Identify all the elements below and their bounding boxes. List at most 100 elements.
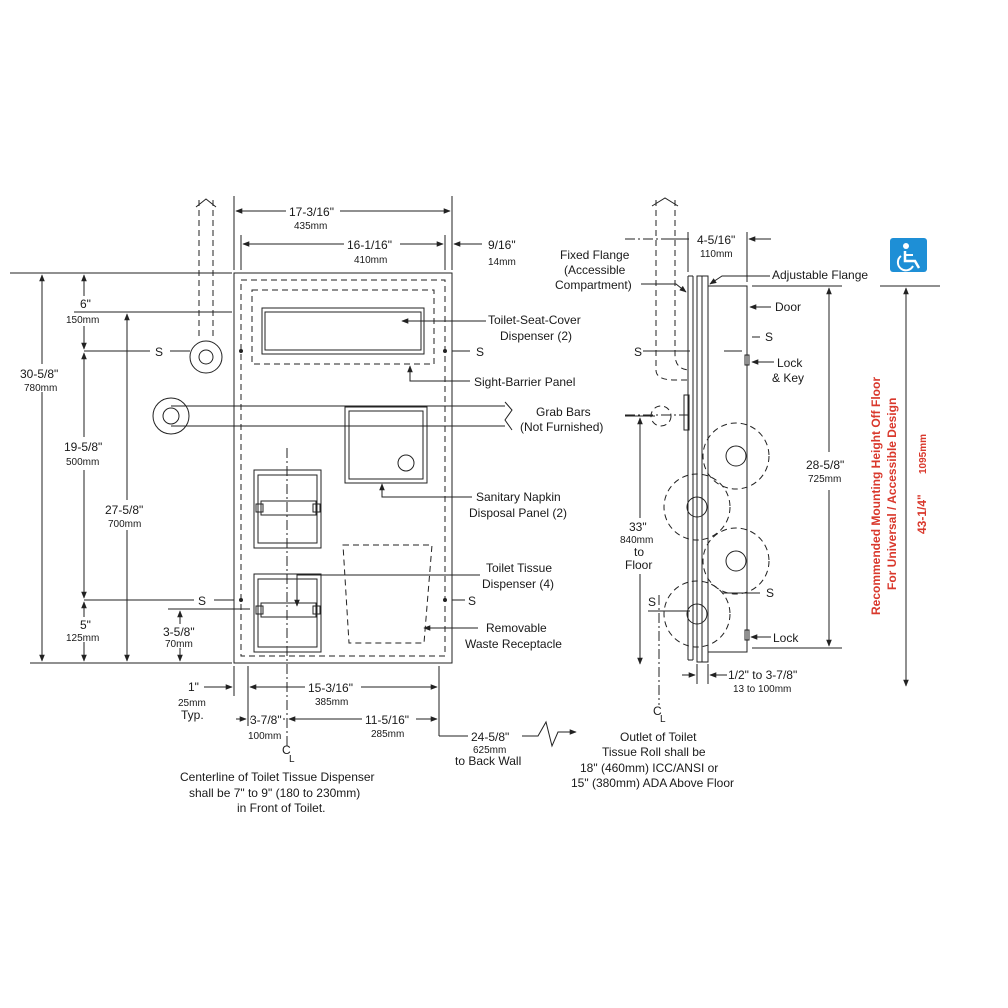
dim-overall-width: 17-3/16": [289, 205, 334, 219]
dim-mid-mm: 500mm: [66, 457, 99, 468]
side-cabinet: [707, 285, 748, 653]
side-cl-sub: L: [660, 714, 666, 725]
dim-floor-mm: 840mm: [620, 535, 653, 546]
dim-floor-label: Floor: [625, 558, 652, 572]
dim-flange: 9/16": [488, 238, 516, 252]
side-s-mark-1: S: [634, 345, 642, 359]
dim-flange-range-mm: 13 to 100mm: [733, 684, 791, 695]
front-s-mark-4: S: [468, 594, 476, 608]
side-tissue-roll-1: [702, 422, 770, 490]
label-grab-bars-1: Grab Bars: [536, 405, 591, 419]
rec-dim: 43-1/4": [915, 494, 929, 534]
label-waste-2: Waste Receptacle: [465, 637, 562, 651]
side-note-2: Tissue Roll shall be: [602, 745, 706, 759]
dim-left: 3-7/8": [250, 713, 282, 727]
dim-bottom-mm: 125mm: [66, 633, 99, 644]
dim-top: 6": [80, 297, 91, 311]
recommended-height: Recommended Mounting Height Off Floor Fo…: [869, 238, 940, 687]
dim-floor: 33": [629, 520, 647, 534]
label-sight-barrier: Sight-Barrier Panel: [474, 375, 575, 389]
side-tissue-roll-4: [663, 580, 731, 648]
dim-roll: 3-5/8": [163, 625, 195, 639]
dim-flange-mm: 14mm: [488, 257, 516, 268]
front-cl-sub: L: [289, 754, 295, 765]
side-note-1: Outlet of Toilet: [620, 730, 697, 744]
label-lock-2: & Key: [772, 371, 804, 385]
dim-inner-width-mm: 410mm: [354, 255, 387, 266]
dim-mid: 19-5/8": [64, 440, 102, 454]
front-grab-bar: [171, 405, 505, 427]
side-tissue-roll-3: [702, 527, 770, 595]
dim-overall-width-mm: 435mm: [294, 221, 327, 232]
dim-left-mm: 100mm: [248, 731, 281, 742]
dim-bottom: 5": [80, 618, 91, 632]
dim-center: 27-5/8": [105, 503, 143, 517]
dim-backwall: 24-5/8": [471, 730, 509, 744]
dim-opening-mm: 385mm: [315, 697, 348, 708]
fixed-flange: [687, 276, 694, 660]
label-door: Door: [775, 300, 801, 314]
front-cl-mark: C: [282, 743, 291, 757]
label-napkin-2: Disposal Panel (2): [469, 506, 567, 520]
front-s-mark-2: S: [476, 345, 484, 359]
label-lock: Lock: [773, 631, 799, 645]
front-cabinet-inner: [240, 279, 446, 657]
dim-right: 11-5/16": [365, 713, 409, 727]
front-note-3: in Front of Toilet.: [237, 801, 326, 815]
rec-dim-mm: 1095mm: [918, 434, 929, 474]
rec-line-2: For Universal / Accessible Design: [885, 398, 899, 590]
dim-side: 1": [188, 680, 199, 694]
dim-center-mm: 700mm: [108, 519, 141, 530]
label-fixed-2: (Accessible: [564, 263, 626, 277]
dim-height-mm: 780mm: [24, 383, 57, 394]
rec-line-1: Recommended Mounting Height Off Floor: [869, 377, 883, 615]
dim-mount: 28-5/8": [806, 458, 844, 472]
side-tissue-roll-2: [663, 473, 731, 541]
dim-mount-mm: 725mm: [808, 474, 841, 485]
label-tissue-1: Toilet Tissue: [486, 561, 552, 575]
side-s-mark-3: S: [648, 595, 656, 609]
side-pipe: [655, 200, 691, 371]
label-tissue-2: Dispenser (4): [482, 577, 554, 591]
side-note-3: 18" (460mm) ICC/ANSI or: [580, 761, 718, 775]
waste-receptacle: [342, 544, 433, 644]
label-adjustable: Adjustable Flange: [772, 268, 868, 282]
dim-opening: 15-3/16": [308, 681, 353, 695]
dim-top-mm: 150mm: [66, 315, 99, 326]
dim-backwall-label: to Back Wall: [455, 754, 521, 768]
label-fixed-1: Fixed Flange: [560, 248, 630, 262]
front-cabinet-outer: [233, 272, 453, 664]
label-lock-1: Lock: [777, 356, 803, 370]
front-view: S S S S 17-3/16" 435mm 16-1/16" 410mm 9/…: [10, 196, 603, 815]
front-note-2: shall be 7" to 9" (180 to 230mm): [189, 786, 360, 800]
seat-cover-dispenser: [261, 307, 425, 355]
label-seat-cover-2: Dispenser (2): [500, 329, 572, 343]
front-grab-bar-end: [152, 397, 190, 435]
dim-side-typ: Typ.: [181, 708, 204, 722]
side-s-mark-4: S: [766, 586, 774, 600]
wheelchair-icon: [890, 238, 927, 272]
dim-roll-mm: 70mm: [165, 639, 193, 650]
front-s-mark-1: S: [155, 345, 163, 359]
dim-height: 30-5/8": [20, 367, 58, 381]
label-napkin-1: Sanitary Napkin: [476, 490, 561, 504]
dim-floor-to: to: [634, 545, 644, 559]
napkin-disposal-panel: [344, 406, 428, 484]
side-cl-mark: C: [653, 704, 662, 718]
side-s-mark-2: S: [765, 330, 773, 344]
dim-flange-range: 1/2" to 3-7/8": [728, 668, 797, 682]
label-seat-cover-1: Toilet-Seat-Cover: [488, 313, 581, 327]
dim-side-mm: 25mm: [178, 698, 206, 709]
front-pipe-end: [189, 340, 223, 374]
dim-depth: 4-5/16": [697, 233, 735, 247]
front-s-mark-3: S: [198, 594, 206, 608]
dim-backwall-mm: 625mm: [473, 745, 506, 756]
front-note-1: Centerline of Toilet Tissue Dispenser: [180, 770, 375, 784]
front-pipe: [198, 200, 214, 340]
side-view: C L S S S S 4-5/16" 110mm Fixed Flange (…: [555, 197, 868, 790]
label-grab-bars-2: (Not Furnished): [520, 420, 603, 434]
side-note-4: 15" (380mm) ADA Above Floor: [571, 776, 734, 790]
sight-barrier-panel: [251, 289, 435, 365]
dim-inner-width: 16-1/16": [347, 238, 392, 252]
